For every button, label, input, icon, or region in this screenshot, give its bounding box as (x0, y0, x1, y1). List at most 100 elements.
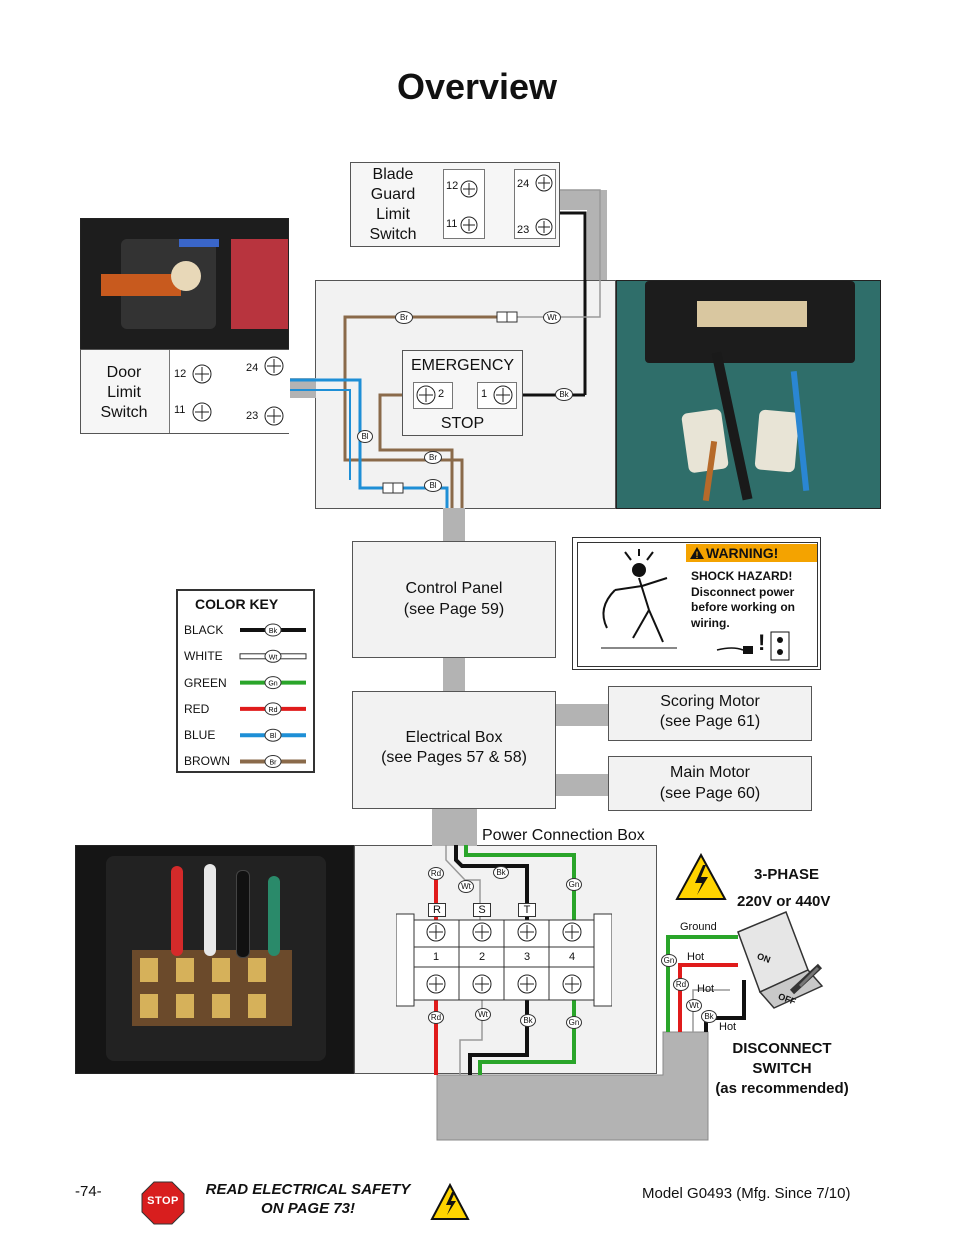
power-connection-box-label: Power Connection Box (482, 827, 645, 844)
screw-icon (264, 356, 284, 426)
hot-label: Hot (687, 951, 705, 963)
main-motor-title: Main Motor (669, 764, 751, 781)
terminal-strip-graphic (396, 913, 612, 1007)
electrocution-figure-icon (601, 549, 677, 649)
wire-tag-black: Bk (701, 1010, 717, 1023)
warning-header-text: WARNING! (706, 545, 779, 561)
scoring-motor-ref: (see Page 61) (659, 713, 761, 730)
color-key-tag-badge (264, 649, 282, 663)
safety-line: ON PAGE 73! (261, 1200, 355, 1217)
disconnect-line: (as recommended) (715, 1080, 849, 1097)
wire-tag-green: Gn (566, 878, 582, 891)
color-key-label: GREEN (184, 676, 227, 690)
terminal-number: 2 (438, 388, 445, 400)
terminal-number: 12 (446, 180, 459, 192)
terminal-number: 3 (523, 951, 531, 963)
color-key-tag: Gn (268, 681, 277, 688)
hot-label: Hot (719, 1021, 737, 1033)
blade-guard-label: Blade Guard Limit Switch (351, 165, 435, 245)
wire-tag-red: Rd (673, 978, 689, 991)
wire-tag-white: Wt (543, 311, 561, 324)
color-key-tag: Bl (270, 733, 277, 740)
warning-line: Disconnect power (691, 584, 795, 599)
screw-icon (192, 364, 212, 422)
wire-brown-lower (343, 430, 464, 508)
disconnect-line: DISCONNECT (732, 1040, 832, 1057)
main-motor-box: Main Motor (see Page 60) (608, 756, 812, 811)
phase-label-s: S (473, 903, 491, 917)
stop-sign-text: STOP (147, 1195, 179, 1207)
terminal-number: 24 (517, 178, 530, 190)
label-line: Switch (100, 404, 148, 421)
label-line: Door (106, 364, 142, 381)
terminal-number: 1 (481, 388, 488, 400)
stop-sign-icon (141, 1181, 185, 1225)
hot-label: Hot (697, 983, 715, 995)
wire-tag-black: Bk (555, 388, 573, 401)
ground-label: Ground (680, 921, 717, 933)
phase-label-r: R (428, 903, 446, 917)
wire-tag-blue: Bl (357, 430, 373, 443)
scoring-motor-title: Scoring Motor (660, 693, 760, 710)
electrical-box: Electrical Box (see Pages 57 & 58) (352, 691, 556, 809)
wire-connection-photo (616, 280, 881, 509)
safety-line: READ ELECTRICAL SAFETY (205, 1181, 411, 1198)
label-line: Guard (370, 186, 416, 203)
model-info: Model G0493 (Mfg. Since 7/10) (642, 1185, 851, 1202)
screw-icon (416, 385, 436, 405)
wire-tag-red: Rd (428, 1011, 444, 1024)
color-key-tag-badge (264, 676, 282, 690)
wire-tag-white: Wt (686, 999, 702, 1012)
conduit-control-panel (443, 508, 465, 542)
electrical-box-title: Electrical Box (405, 729, 503, 746)
electrical-box-ref: (see Pages 57 & 58) (381, 749, 527, 766)
label-line: Switch (369, 226, 417, 243)
high-voltage-footer-icon (430, 1183, 470, 1220)
door-terminal-area: 12 11 24 23 (169, 350, 290, 433)
emergency-stop-top-label: EMERGENCY (410, 357, 515, 374)
color-key-tag: Br (270, 760, 278, 767)
conduit-door-limit (288, 378, 316, 398)
warning-message: SHOCK HAZARD! Disconnect power before wo… (691, 569, 795, 631)
wire-tag-red: Rd (428, 867, 444, 880)
color-key-tag: Bk (269, 628, 278, 635)
plug-outlet-icon: ! (716, 630, 790, 661)
svg-text:!: ! (696, 550, 699, 560)
warning-label: ! WARNING! SHOCK HAZARD! Disconnect powe… (572, 537, 821, 670)
terminal-strip: 1 2 3 4 (396, 912, 612, 1008)
color-key-tag-badge (264, 728, 282, 742)
wire-tag-green: Gn (661, 954, 677, 967)
wire-tag-brown: Br (424, 451, 442, 464)
disconnect-switch-label: DISCONNECT SWITCH (as recommended) (712, 1039, 852, 1099)
terminal-number: 24 (246, 362, 259, 374)
emergency-stop: EMERGENCY STOP 2 1 (402, 350, 523, 436)
terminal-number: 12 (174, 368, 187, 380)
wire-tag-green: Gn (566, 1016, 582, 1029)
supply-phase-label: 3-PHASE (754, 866, 820, 883)
phase-label-t: T (518, 903, 536, 917)
door-limit-photo (80, 218, 289, 350)
conduit-scoring-motor (555, 704, 609, 726)
safety-notice: READ ELECTRICAL SAFETY ON PAGE 73! (192, 1180, 424, 1218)
warning-header: ! WARNING! (686, 544, 817, 562)
terminal-number: 1 (432, 951, 440, 963)
screw-icon (493, 385, 513, 405)
wire-brown-top (343, 315, 497, 430)
door-limit-switch: Door Limit Switch 12 11 24 23 (80, 349, 290, 434)
page-number: -74- (75, 1183, 102, 1200)
color-key-tag: Wt (269, 654, 278, 661)
screw-icon (535, 174, 553, 236)
warning-triangle-icon: ! (690, 547, 704, 560)
wire-tag-black: Bk (493, 866, 509, 879)
terminal-number: 11 (174, 404, 186, 416)
color-key-label: BLUE (184, 728, 216, 742)
color-key-label: BLACK (184, 623, 224, 637)
disconnect-line: SWITCH (752, 1060, 812, 1077)
conduit-main-motor (555, 774, 609, 796)
warning-line: wiring. (691, 615, 730, 630)
terminal-number: 23 (517, 224, 530, 236)
disconnect-switch-graphic (737, 911, 824, 1009)
screw-icon (460, 180, 478, 234)
svg-text:!: ! (758, 630, 765, 655)
